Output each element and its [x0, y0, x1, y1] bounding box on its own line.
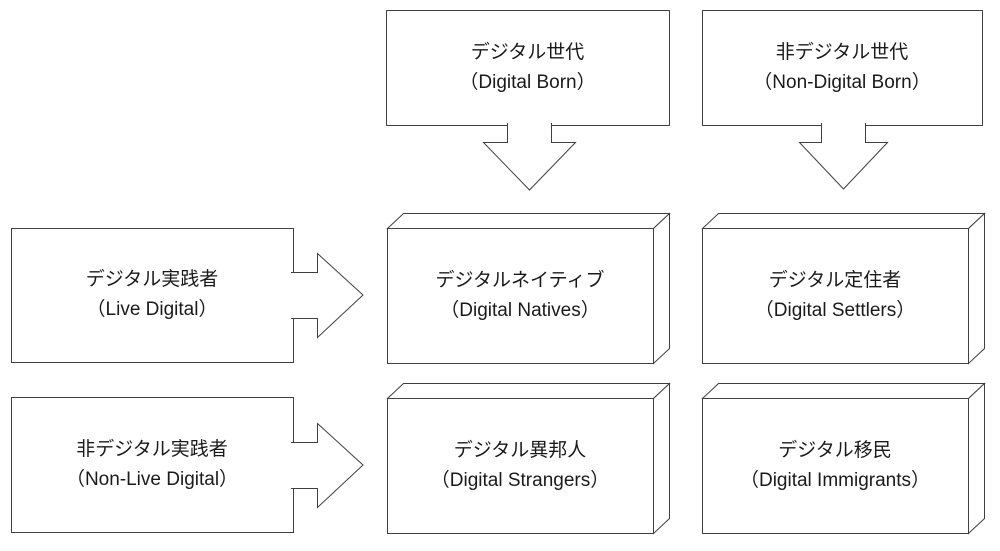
digital-natives-box-top-face [386, 213, 671, 229]
digital-immigrants-box-top-face [701, 383, 986, 399]
digital-strangers-box-right-face [653, 382, 670, 535]
arrow-down-non-digital-born-icon [798, 123, 889, 190]
arrow-right-live-digital-icon [291, 252, 364, 339]
digital-settlers-box-top-face [701, 213, 986, 229]
arrow-down-digital-born-icon [482, 123, 577, 191]
non-live-digital-box [11, 397, 294, 533]
arrow-right-non-live-digital-icon [291, 422, 364, 509]
digital-strangers-box [387, 398, 654, 534]
digital-immigrants-box-right-face [968, 382, 985, 535]
digital-immigrants-box [702, 398, 969, 534]
live-digital-box [11, 228, 294, 363]
digital-born-box [386, 10, 670, 126]
digital-natives-box-right-face [653, 212, 670, 365]
digital-settlers-box [702, 228, 969, 364]
non-digital-born-box [702, 10, 983, 126]
digital-settlers-box-right-face [968, 212, 985, 365]
digital-strangers-box-top-face [386, 383, 671, 399]
digital-natives-box [387, 228, 654, 364]
